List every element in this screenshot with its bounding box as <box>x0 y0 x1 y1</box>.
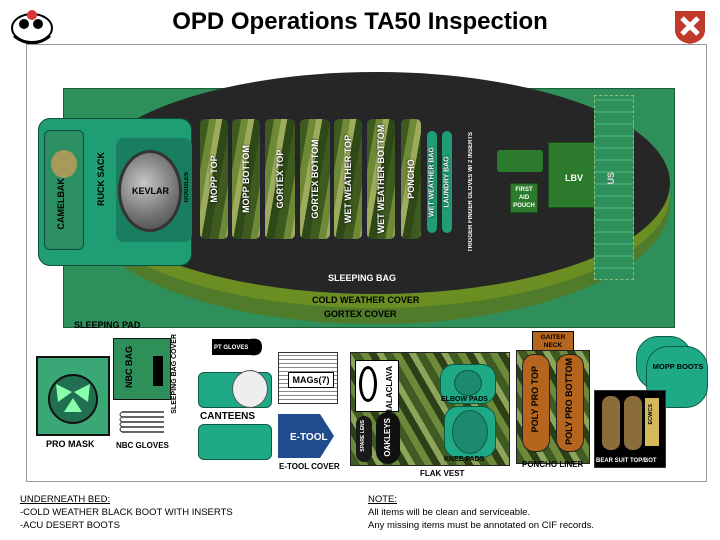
note-item: Any missing items must be annotated on C… <box>368 520 594 531</box>
bear-suit-bottom <box>624 396 642 450</box>
gortex-bottom-roll: GORTEX BOTTOM <box>299 118 331 240</box>
nbc-bag-strap <box>153 356 163 386</box>
unit-logo-left-icon <box>11 10 53 45</box>
us-label: US <box>606 172 616 185</box>
elbow-pads-label: ELBOW PADS <box>441 396 488 403</box>
nbc-gloves-icon <box>119 411 164 433</box>
spare-lens <box>356 416 372 462</box>
poncho-liner-label: PONCHO LINER <box>522 460 584 469</box>
underneath-bed-item: -ACU DESERT BOOTS <box>20 520 120 531</box>
pro-mask-icon <box>48 374 98 424</box>
camelbak-bladder <box>51 150 77 178</box>
poncho-roll: PONCHO <box>400 118 422 240</box>
mags-label: MAGs(7) <box>288 372 334 388</box>
pt-gloves-icon <box>212 338 262 356</box>
page-title: OPD Operations TA50 Inspection <box>172 8 548 35</box>
canteens-label: CANTEENS <box>200 411 256 422</box>
etool-label: E-TOOL <box>290 432 328 443</box>
knee-pad-cup <box>452 410 488 454</box>
pro-mask-label: PRO MASK <box>46 439 95 449</box>
underneath-bed-note: UNDERNEATH BED: -COLD WEATHER BLACK BOOT… <box>20 493 233 532</box>
elbow-pad-cup <box>454 370 482 396</box>
poly-pro-top-label: POLY PRO TOP <box>530 366 540 433</box>
note-heading: NOTE: <box>368 494 398 505</box>
sleeping-bag-label: SLEEPING BAG <box>328 273 397 283</box>
nbc-bag-label: NBC BAG <box>124 346 134 388</box>
wet-weather-top-label: WET WEATHER TOP <box>343 134 353 224</box>
ruck-sack-label: RUCK SACK <box>96 152 106 206</box>
spare-lens-label: SPARE LENS <box>360 420 366 452</box>
canteen-bottom <box>198 424 272 460</box>
gortex-top-label: GORTEX TOP <box>275 149 285 209</box>
pt-gloves-label: PT GLOVES <box>214 345 249 351</box>
note-item: All items will be clean and serviceable. <box>368 507 531 518</box>
trigger-gloves-label: TRIGGER FINGER GLOVES W/ 2 INSERTS <box>468 132 474 253</box>
mopp-bottom-label: MOPP BOTTOM <box>241 145 251 213</box>
mopp-boots-label: MOPP BOOTS <box>652 362 704 371</box>
wet-weather-bag-label: WET WEATHER BAG <box>428 147 436 217</box>
oakleys <box>376 412 400 464</box>
balaclava-opening <box>359 366 377 402</box>
wet-weather-top-roll: WET WEATHER TOP <box>333 118 363 240</box>
gortex-top-roll: GORTEX TOP <box>264 118 296 240</box>
kevlar-label: KEVLAR <box>132 186 170 196</box>
oakleys-label: OAKLEYS <box>383 418 392 457</box>
canteen-cup <box>232 370 268 408</box>
mopp-bottom-roll: MOPP BOTTOM <box>231 118 261 240</box>
goggles-label: GOGGLES <box>184 172 190 203</box>
poly-pro-bottom <box>556 354 584 452</box>
gortex-bottom-label: GORTEX BOTTOM <box>310 139 320 219</box>
gaiter-neck-label: GAITER NECK <box>540 334 566 349</box>
mopp-top-roll: MOPP TOP <box>199 118 229 240</box>
sleeping-bag-cover-label: SLEEPING BAG COVER <box>171 334 178 414</box>
nbc-bag <box>113 338 171 400</box>
underneath-bed-heading: UNDERNEATH BED: <box>20 494 111 505</box>
poncho-label: PONCHO <box>406 159 416 199</box>
balaclava-label: BALACLAVA <box>385 366 394 415</box>
flak-vest-label: FLAK VEST <box>420 469 465 478</box>
lbv-strap <box>497 150 543 172</box>
laundry-bag-label: LAUNDRY BAG <box>443 156 451 208</box>
cold-weather-cover-label: COLD WEATHER COVER <box>312 295 420 305</box>
mopp-top-label: MOPP TOP <box>209 155 219 203</box>
ecwcs-bag <box>645 398 659 446</box>
underneath-bed-item: -COLD WEATHER BLACK BOOT WITH INSERTS <box>20 507 233 518</box>
laundry-bag: LAUNDRY BAG <box>441 130 453 234</box>
poly-pro-bottom-label: POLY PRO BOTTOM <box>564 358 574 445</box>
ecwcs-label: ECWCS <box>648 404 654 425</box>
wet-weather-bottom-label: WET WEATHER BOTTOM <box>376 124 386 234</box>
nbc-gloves-label: NBC GLOVES <box>116 441 169 450</box>
gortex-cover-label: GORTEX COVER <box>324 309 397 319</box>
us-panel <box>594 95 634 280</box>
lbv <box>548 142 600 208</box>
first-aid-pouch <box>510 183 538 213</box>
bear-suit-label: BEAR SUIT TOP/BOT <box>596 458 657 464</box>
wet-weather-bottom-roll: WET WEATHER BOTTOM <box>366 118 396 240</box>
camelbak-label: CAMELBAK <box>56 178 66 230</box>
general-note: NOTE: All items will be clean and servic… <box>368 493 594 532</box>
etool-cover-label: E-TOOL COVER <box>279 462 340 471</box>
kevlar <box>118 150 182 232</box>
sleeping-pad-label: SLEEPING PAD <box>74 320 141 330</box>
bear-suit-top <box>602 396 620 450</box>
inspection-layout-frame <box>26 44 707 482</box>
wet-weather-bag: WET WEATHER BAG <box>426 130 438 234</box>
etool <box>278 414 334 458</box>
first-aid-pouch-label: FIRST AID POUCH <box>513 187 535 209</box>
poly-pro-top <box>522 354 550 452</box>
unit-crest-right-icon <box>673 9 707 46</box>
lbv-label: LBV <box>565 173 583 183</box>
knee-pads-label: KNEE PADS <box>444 456 485 463</box>
